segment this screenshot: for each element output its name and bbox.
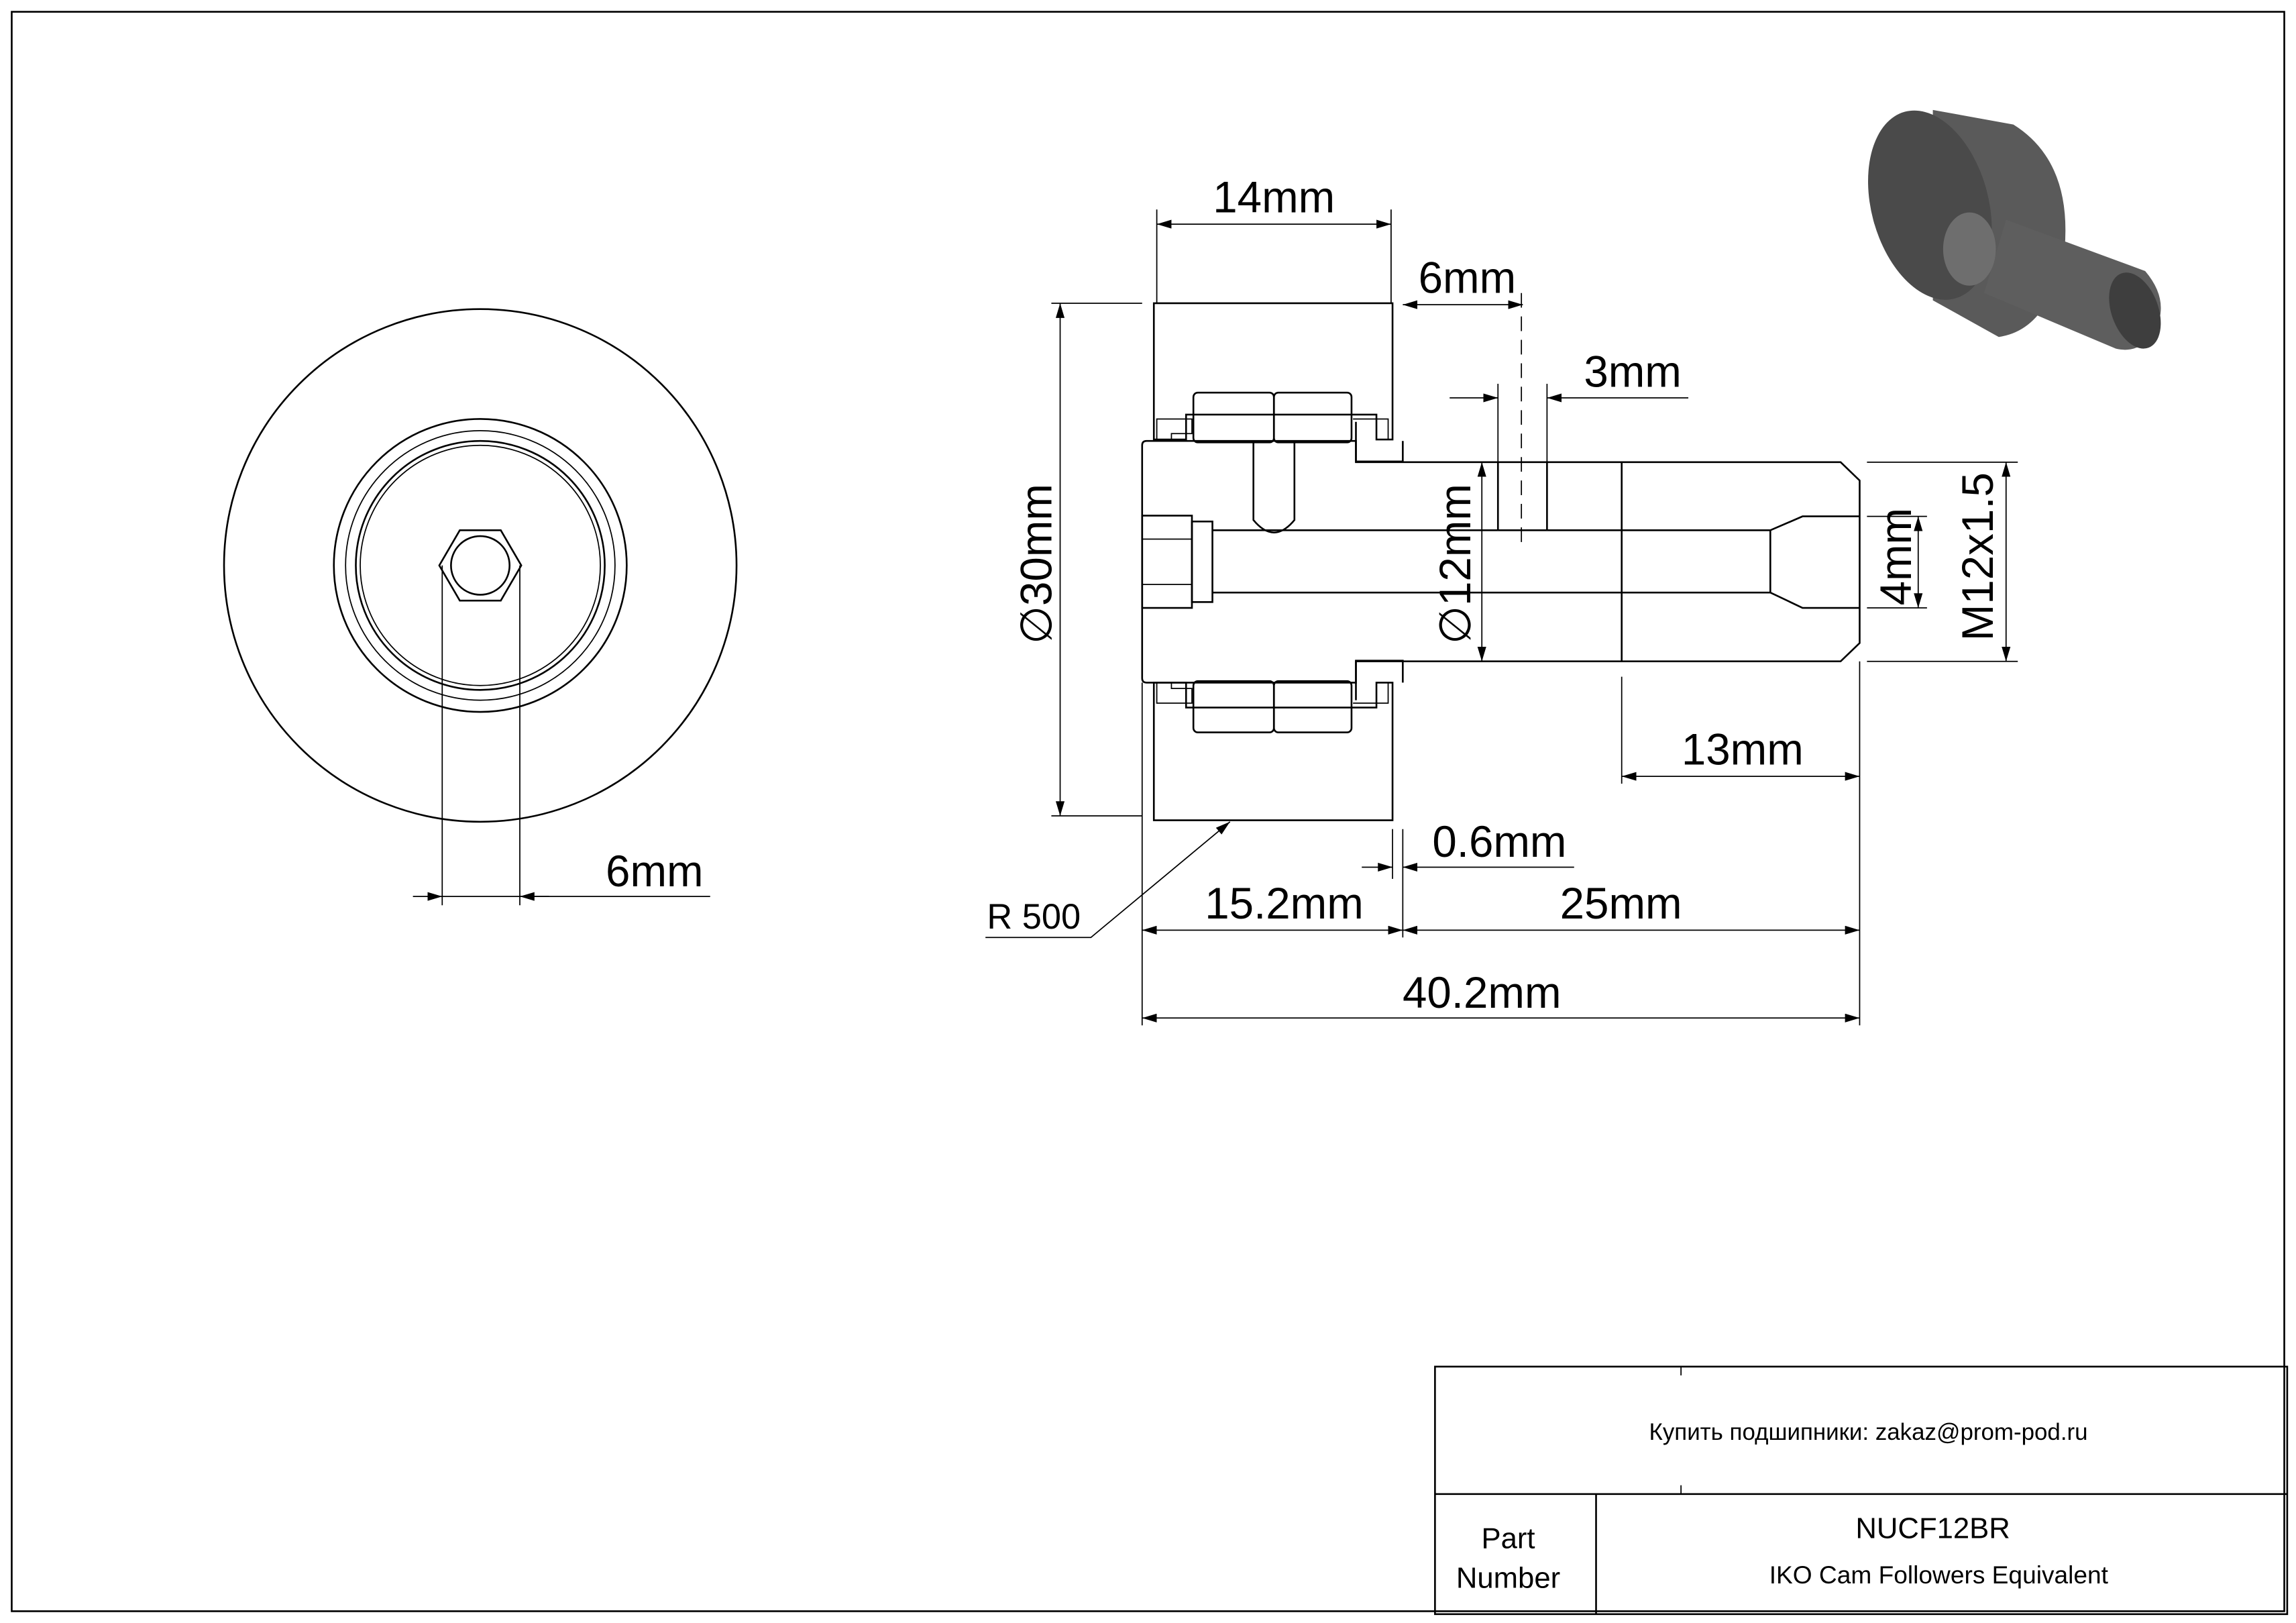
dim-hex-4mm: 4mm — [1871, 508, 1920, 606]
cam-follower-render — [1868, 109, 2161, 350]
dim-stud-length: 25mm — [1560, 879, 1682, 928]
dim-stud-diameter: ∅12mm — [1431, 484, 1480, 644]
dim-thread: M12x1.5 — [1953, 472, 2002, 641]
section-dimensions: 14mm 6mm 3mm ∅30mm ∅12mm 4mm M12x1.5 13m… — [985, 173, 2018, 1026]
dim-groove-3mm: 3mm — [1584, 347, 1682, 396]
part-number: NUCF12BR — [1855, 1512, 2010, 1545]
dim-total-length: 40.2mm — [1403, 968, 1562, 1017]
dim-hex-6mm: 6mm — [606, 847, 704, 896]
part-label: Part — [1481, 1522, 1535, 1555]
section-view — [1141, 293, 1861, 821]
hex-socket-outline — [438, 529, 523, 602]
dim-gap: 0.6mm — [1432, 817, 1566, 866]
dim-radius: R 500 — [987, 898, 1081, 937]
dim-head-length: 15.2mm — [1205, 879, 1364, 928]
contact-text: Купить подшипники: zakaz@prom-pod.ru — [1649, 1419, 2088, 1445]
number-label: Number — [1456, 1562, 1560, 1595]
part-description: IKO Cam Followers Equivalent — [1769, 1561, 2109, 1589]
drawing-border — [11, 11, 2285, 1612]
dim-thread-length: 13mm — [1682, 725, 1804, 774]
dim-offset-6mm: 6mm — [1419, 254, 1517, 303]
front-view: 6mm — [223, 308, 738, 906]
dim-outer-diameter: ∅30mm — [1012, 484, 1060, 644]
title-block: Купить подшипники: zakaz@prom-pod.ru Par… — [1434, 1365, 2289, 1616]
dim-width-14mm: 14mm — [1213, 173, 1335, 222]
